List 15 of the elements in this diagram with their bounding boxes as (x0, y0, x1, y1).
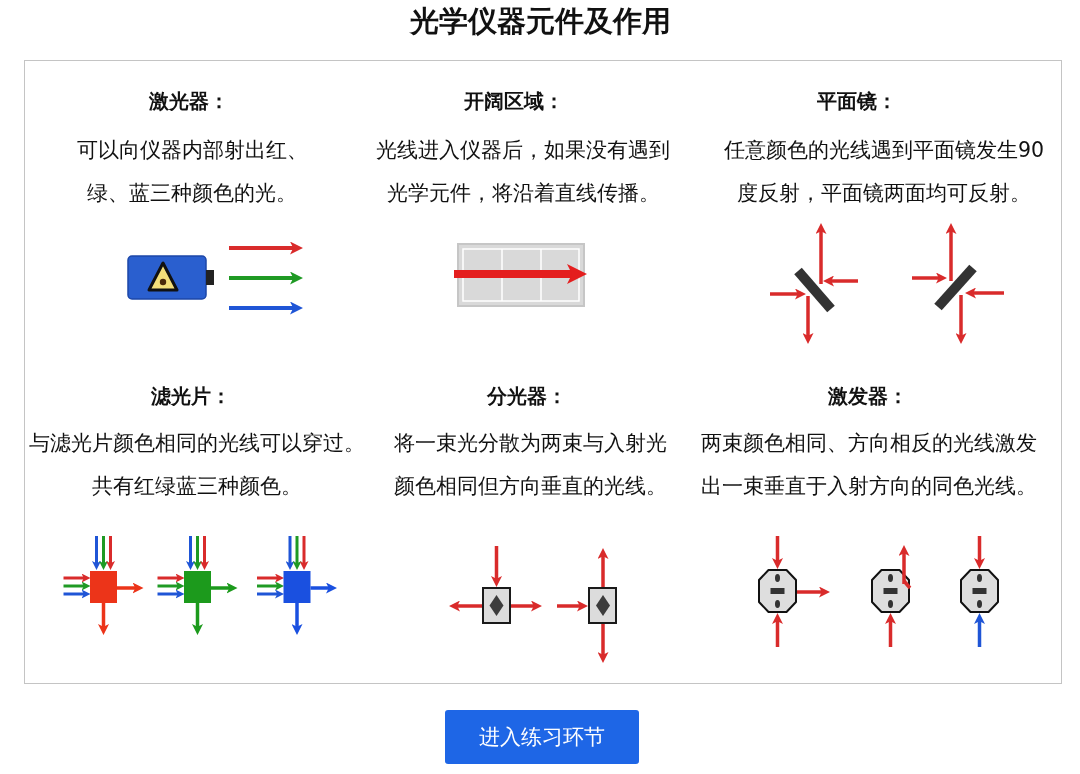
description-text: 可以向仪器内部射出红、绿、蓝三种颜色的光。 (75, 137, 309, 207)
description-text: 光线进入仪器后，如果没有遇到光学元件，将沿着直线传播。 (375, 137, 671, 207)
section-heading: 滤光片： (151, 383, 231, 410)
section-heading: 开阔区域： (464, 88, 564, 115)
description-text: 两束颜色相同、方向相反的光线激发出一束垂直于入射方向的同色光线。 (700, 430, 1038, 500)
title: 光学仪器元件及作用 (409, 3, 671, 39)
content-panel (24, 60, 1062, 684)
practice-button: 进入练习环节 (445, 710, 639, 764)
section-heading: 分光器： (487, 383, 567, 410)
description-text: 任意颜色的光线遇到平面镜发生90度反射，平面镜两面均可反射。 (723, 137, 1045, 207)
description-text: 将一束光分散为两束与入射光颜色相同但方向垂直的光线。 (392, 430, 668, 500)
section-heading: 平面镜： (817, 88, 897, 115)
description-text: 与滤光片颜色相同的光线可以穿过。共有红绿蓝三种颜色。 (28, 430, 366, 500)
section-heading: 激光器： (149, 88, 229, 115)
section-heading: 激发器： (828, 383, 908, 410)
